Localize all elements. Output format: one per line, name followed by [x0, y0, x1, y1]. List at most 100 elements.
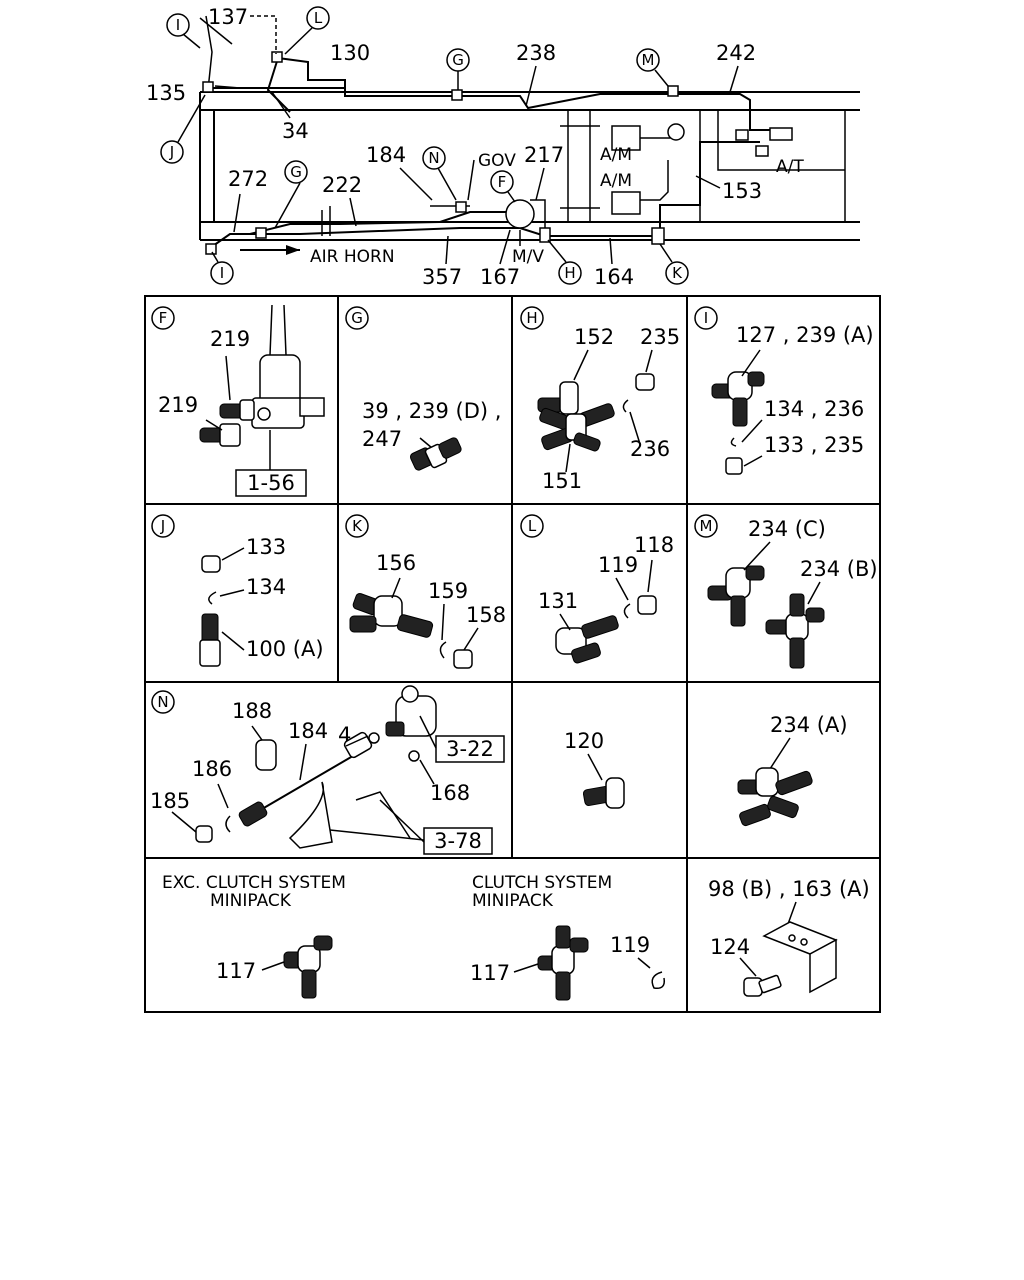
- overview-labels: 137 130 238 242 135 34 184 217 GOV A/M A…: [146, 5, 804, 289]
- panel-k-label-156: 156: [376, 551, 416, 575]
- panel-i-label-2: 134 , 236: [764, 397, 864, 421]
- panel-g: G 39 , 239 (D) , 247: [345, 306, 501, 471]
- callout-m-top: M: [642, 51, 655, 69]
- panel-i: I 127 , 239 (A) 134 , 236 133 , 235: [694, 306, 874, 475]
- clutch-label-119: 119: [610, 933, 650, 957]
- elbow-fitting-131: [555, 615, 619, 664]
- panel-j: J 133 134 100 (A): [151, 514, 324, 667]
- clutch-caption-2: MINIPACK: [472, 891, 554, 911]
- exc-caption-2: MINIPACK: [210, 891, 292, 911]
- panel-k-callout: K: [352, 517, 363, 535]
- panel-h-label-151: 151: [542, 469, 582, 493]
- label-153: 153: [722, 179, 762, 203]
- label-272: 272: [228, 167, 268, 191]
- panel-l-label-118: 118: [634, 533, 674, 557]
- panel-n-label-188: 188: [232, 699, 272, 723]
- panel-m-label-234b: 234 (B): [800, 557, 878, 581]
- governor-3-22: [385, 685, 437, 737]
- callout-k: K: [672, 264, 683, 282]
- label-at: A/T: [776, 157, 804, 177]
- label-am-2: A/M: [600, 171, 632, 191]
- panel-n-label-184: 184: [288, 719, 328, 743]
- panel-exc-clutch: EXC. CLUTCH SYSTEM MINIPACK 117: [162, 873, 346, 999]
- bracket-label-1: 98 (B) , 163 (A): [708, 877, 870, 901]
- tee-fitting-117-exc: [283, 935, 333, 999]
- elbow-fitting-120: [582, 777, 625, 809]
- callout-j: J: [169, 143, 174, 161]
- panel-h-label-235: 235: [640, 325, 680, 349]
- callout-n: N: [428, 149, 439, 167]
- cross-fitting-117-clutch: [537, 925, 589, 1001]
- panel-h: H 152 235 236 151: [520, 306, 680, 493]
- panel-l: L 118 119 131: [520, 514, 674, 664]
- overview-callouts: I L G M J N G F H K I: [160, 6, 689, 285]
- panel-k-label-159: 159: [428, 579, 468, 603]
- label-222: 222: [322, 173, 362, 197]
- tee-fitting-156: [349, 593, 434, 638]
- panel-f-ref: 1-56: [247, 471, 295, 495]
- label-238: 238: [516, 41, 556, 65]
- panel-m-label-234c: 234 (C): [748, 517, 826, 541]
- tee-fitting-234c: [707, 565, 765, 627]
- panel-g-callout: G: [351, 309, 363, 327]
- clutch-label-117: 117: [470, 961, 510, 985]
- panel-h-label-236: 236: [630, 437, 670, 461]
- union-fitting-247: [409, 437, 462, 471]
- label-34: 34: [282, 119, 309, 143]
- fitting-219-b: [199, 423, 241, 447]
- exc-label-117: 117: [216, 959, 256, 983]
- connector-100a: [199, 613, 221, 667]
- panel-n-ref-2: 3-78: [434, 829, 482, 853]
- panel-j-label-100a: 100 (A): [246, 637, 324, 661]
- clutch-caption-1: CLUTCH SYSTEM: [472, 873, 612, 893]
- panel-l-label-131: 131: [538, 589, 578, 613]
- label-air-horn: AIR HORN: [310, 247, 395, 267]
- detail-grid: [144, 295, 881, 1013]
- cross-fitting-151: [539, 403, 615, 452]
- panel-i-callout: I: [704, 309, 708, 327]
- panel-234a-label: 234 (A): [770, 713, 848, 737]
- panel-n-ref-1: 3-22: [446, 737, 494, 761]
- panel-i-label-1: 127 , 239 (A): [736, 323, 874, 347]
- panel-f-ref-box: [235, 469, 307, 497]
- cross-fitting-234a: [737, 767, 813, 827]
- panel-n-ref-box-1: [435, 735, 505, 763]
- label-am-1: A/M: [600, 145, 632, 165]
- panel-l-callout: L: [528, 517, 537, 535]
- bolt-124: [743, 974, 782, 997]
- panel-bracket: 98 (B) , 163 (A) 124: [708, 877, 870, 997]
- air-lines: [199, 15, 845, 255]
- tee-fitting-127: [711, 371, 765, 427]
- panel-n: N 188 184 4 186 185 168 3-22 3-78: [150, 685, 505, 855]
- label-184: 184: [366, 143, 406, 167]
- label-137: 137: [208, 5, 248, 29]
- panel-120-label: 120: [564, 729, 604, 753]
- label-167: 167: [480, 265, 520, 289]
- bracket-3-78: [288, 781, 411, 849]
- panel-j-callout: J: [160, 517, 165, 535]
- cross-fitting-234b: [765, 593, 825, 669]
- panel-f-label-2: 219: [158, 393, 198, 417]
- panel-h-label-152: 152: [574, 325, 614, 349]
- panel-k: K 156 159 158: [345, 514, 506, 669]
- label-130: 130: [330, 41, 370, 65]
- panel-h-callout: H: [526, 309, 537, 327]
- panel-m: M 234 (C) 234 (B): [694, 514, 878, 669]
- callout-i-bottom: I: [220, 264, 224, 282]
- label-217: 217: [524, 143, 564, 167]
- panel-j-label-133: 133: [246, 535, 286, 559]
- callout-i-top: I: [176, 16, 180, 34]
- panel-n-callout: N: [157, 693, 168, 711]
- cable-184: [238, 731, 373, 827]
- elbow-fitting-152: [537, 381, 579, 415]
- panel-f-callout: F: [159, 309, 168, 327]
- panel-n-label-186: 186: [192, 757, 232, 781]
- panel-234a: 234 (A): [737, 713, 848, 827]
- panel-n-label-168: 168: [430, 781, 470, 805]
- panel-j-label-134: 134: [246, 575, 286, 599]
- panel-g-label-2: 247: [362, 427, 402, 451]
- panel-f: F 219 219 1-56: [151, 304, 325, 497]
- callout-f: F: [498, 173, 507, 191]
- exc-caption-1: EXC. CLUTCH SYSTEM: [162, 873, 346, 893]
- bracket-label-124: 124: [710, 935, 750, 959]
